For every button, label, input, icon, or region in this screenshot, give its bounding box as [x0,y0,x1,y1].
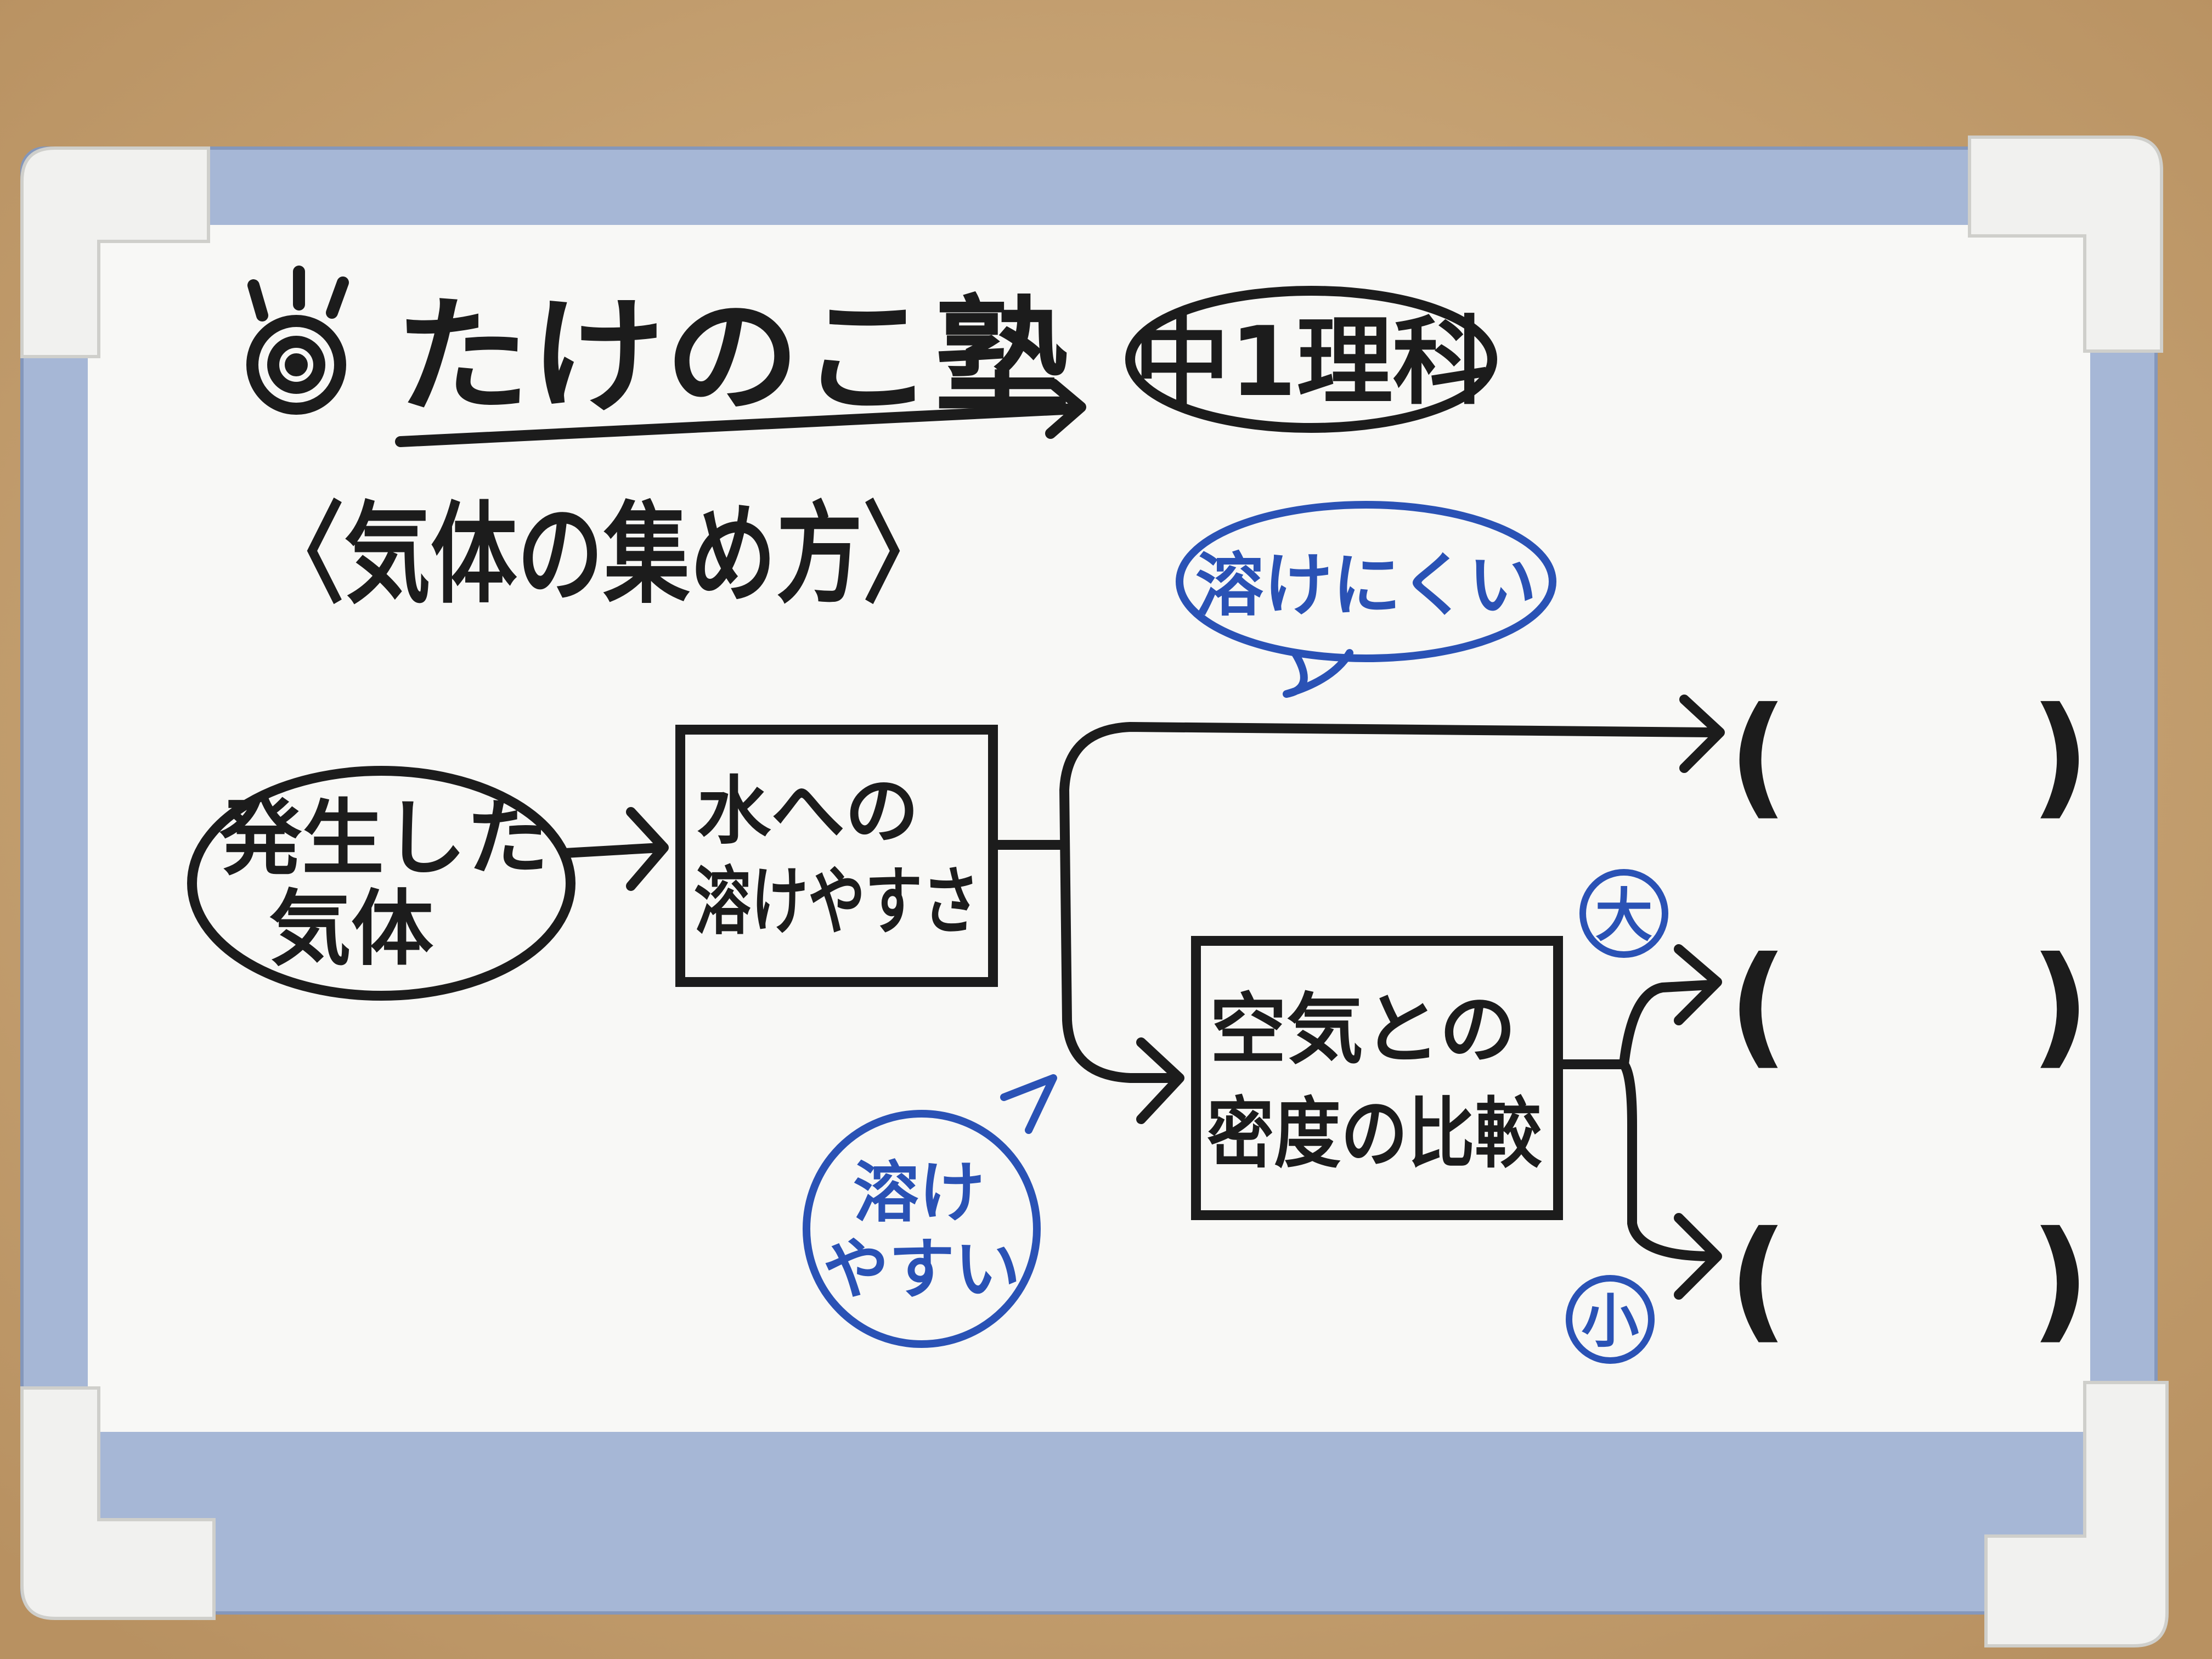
solubility-node-outline [675,725,998,987]
answer-1-open: ( [1728,679,1788,832]
arrow-start-to-solubility [560,807,669,891]
answer-1-close: ) [2030,679,2090,832]
soluble-callout-outline [803,1110,1041,1348]
answer-3-close: ) [2030,1203,2090,1356]
topic-title: 〈気体の集め方〉 [258,491,949,619]
arrow-to-answer-2 [1674,944,1722,1025]
start-node-line1: 発生した [219,791,549,887]
branch-lines-solubility [988,721,1717,1083]
insoluble-callout-outline [1176,501,1556,662]
start-node-line2: 気体 [269,882,433,977]
answer-3-open: ( [1728,1203,1788,1356]
answer-2-open: ( [1728,928,1788,1082]
insoluble-callout: 溶けにくい [1195,546,1537,625]
soluble-callout-line1: 溶け [853,1155,985,1231]
corner-top-right [1968,136,2163,353]
solubility-node-line1: 水への [697,768,919,854]
density-node-line1: 空気との [1210,985,1516,1075]
density-node-outline [1191,936,1563,1220]
grade-badge-outline [1125,286,1497,433]
large-marker: 大 [1595,882,1652,949]
bamboo-shoot-logo-icon [246,266,349,415]
solubility-node-line2: 溶けやすさ [694,859,979,945]
grade-badge: 中1理科 [1134,307,1489,418]
arrow-to-answer-3 [1674,1213,1722,1300]
answer-2-close: ) [2030,928,2090,1082]
corner-bottom-right [1984,1381,2169,1647]
brand-underline-arrow [395,379,1086,447]
arrow-to-answer-1 [1679,695,1725,773]
density-node-line2: 密度の比較 [1207,1090,1542,1179]
branch-lines-density [1553,980,1717,1261]
corner-top-left [20,146,210,358]
small-marker-outline [1566,1275,1655,1364]
arrow-to-density [1136,1037,1184,1124]
corner-bottom-left [20,1386,216,1620]
small-marker: 小 [1581,1288,1639,1355]
soluble-callout-line2: やすい [823,1232,1020,1308]
board-surface [88,225,2090,1432]
soluble-callout-tail [1000,1074,1057,1134]
large-marker-outline [1579,869,1668,958]
brand-title: たけのこ塾 [395,284,1070,431]
start-node-outline [187,766,575,1001]
